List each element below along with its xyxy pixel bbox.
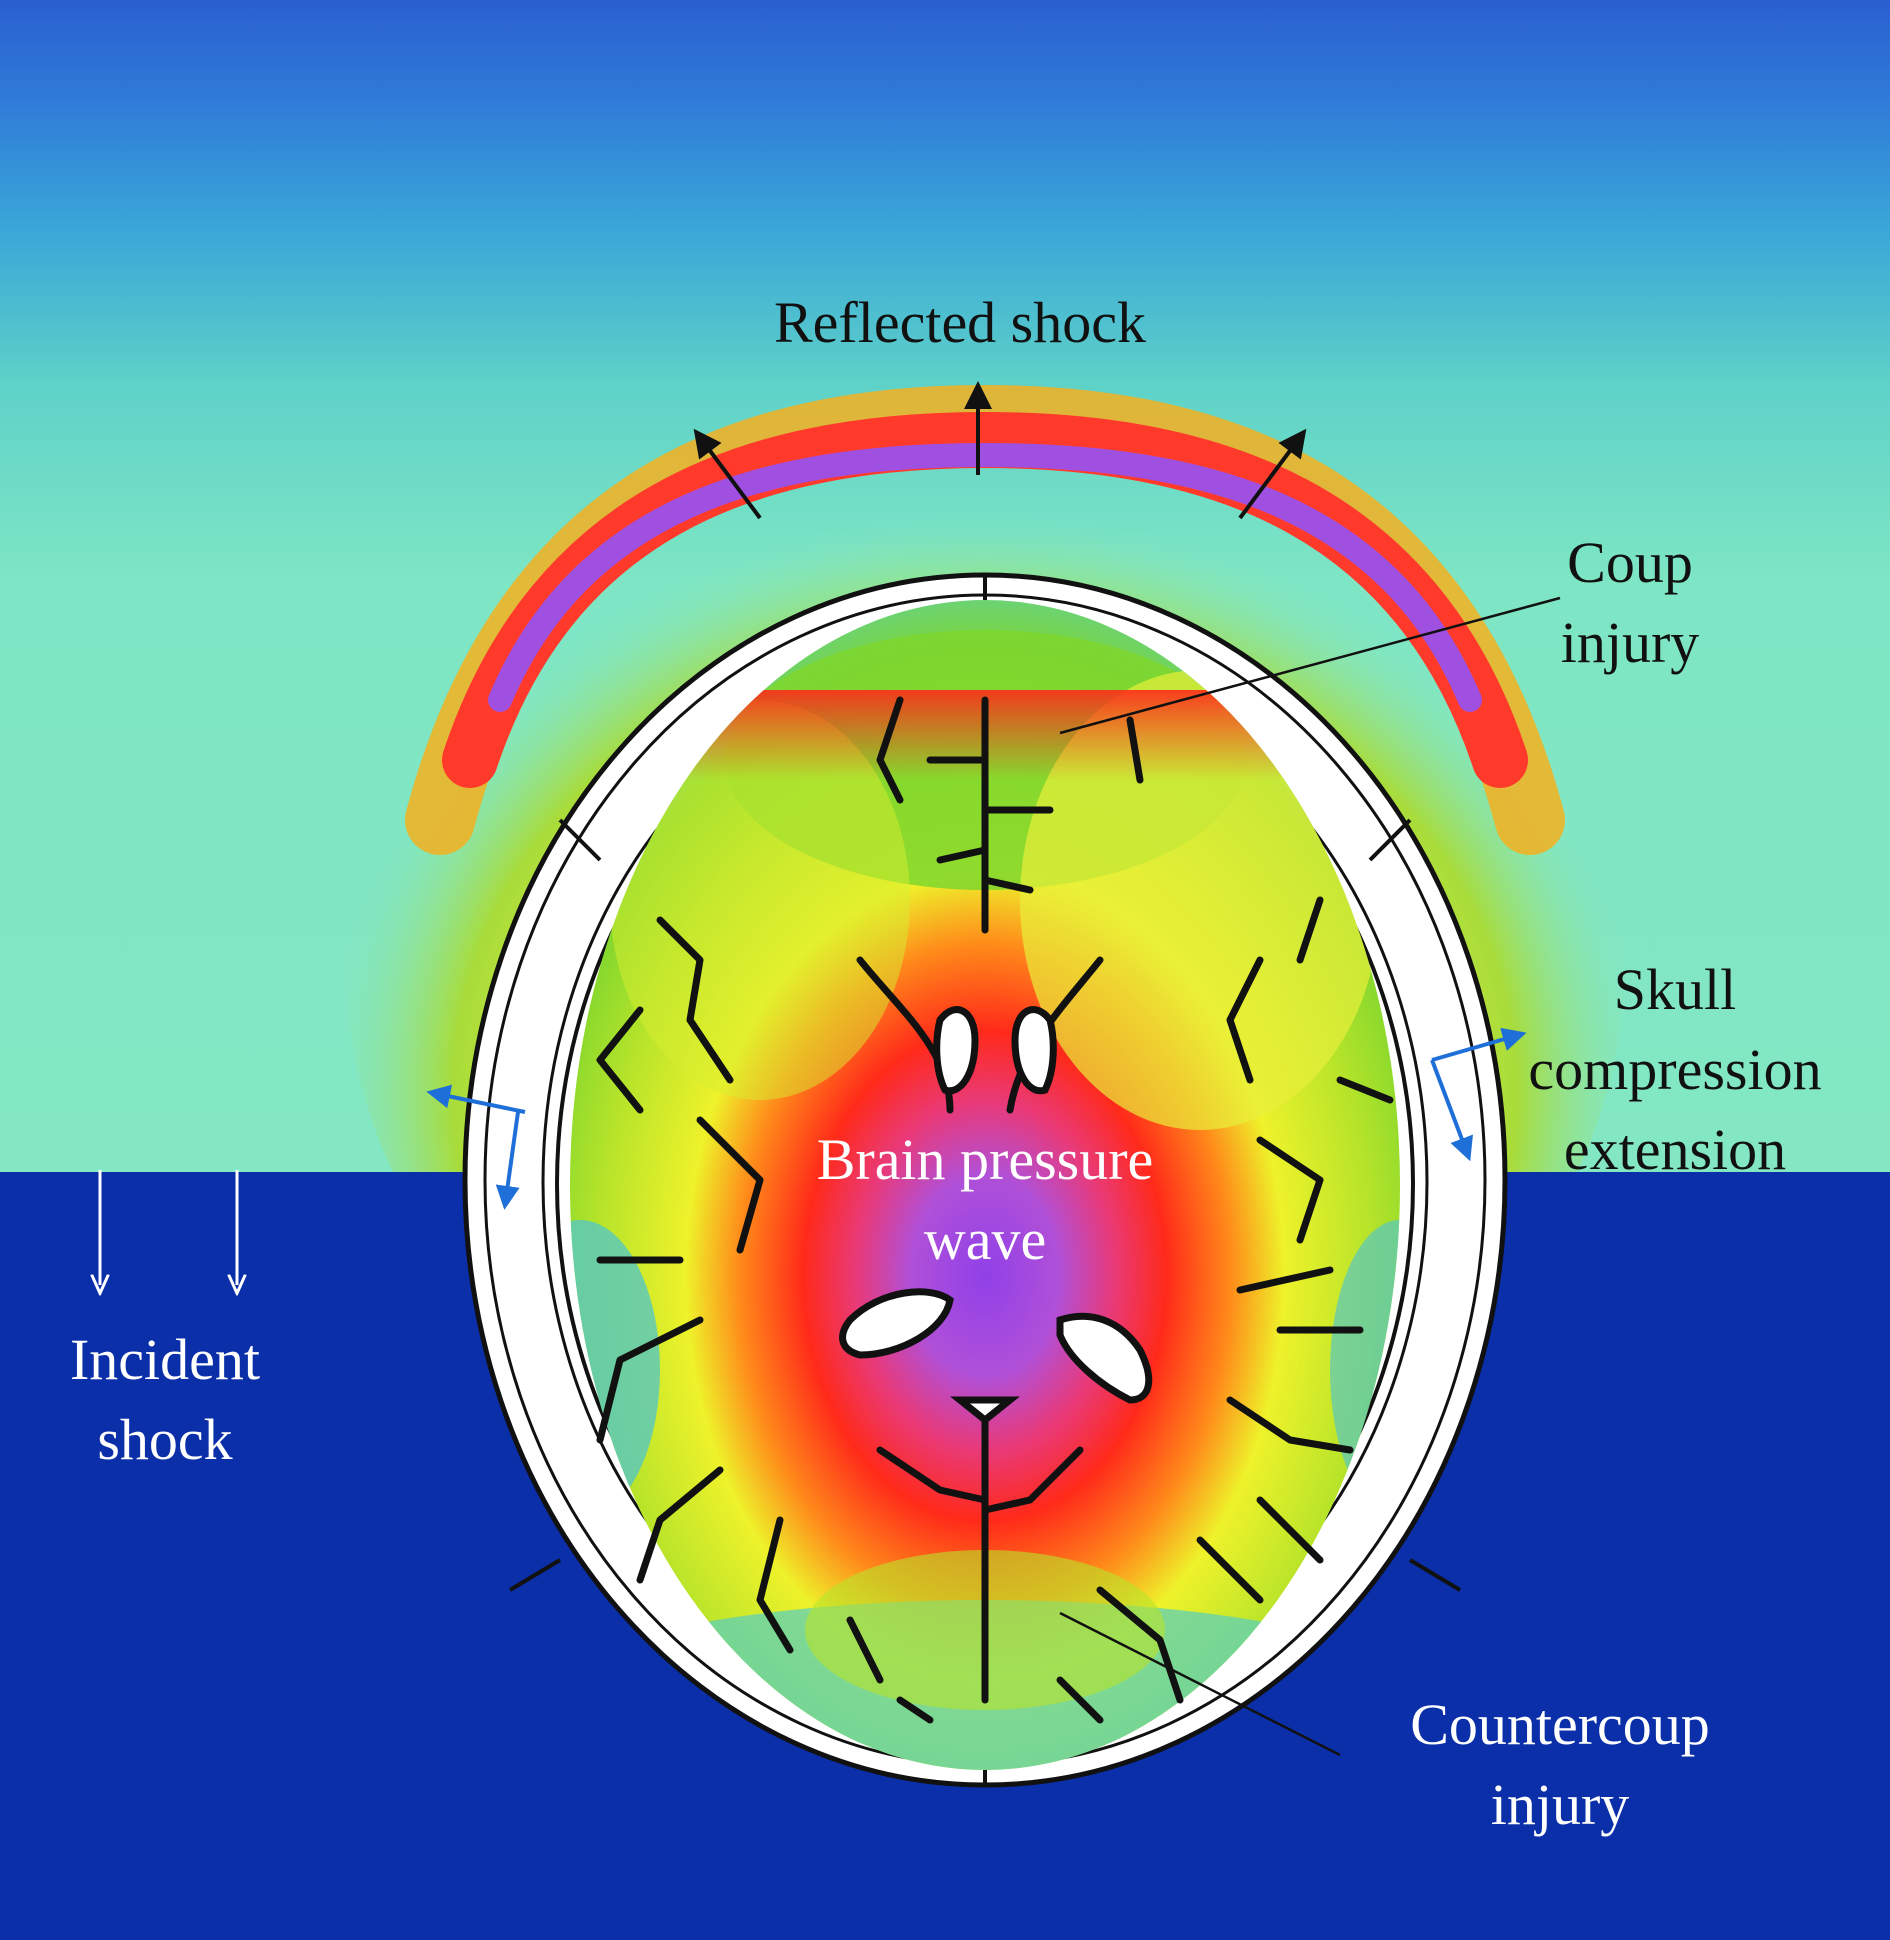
skull-compression-label: Skull compression extension (1490, 950, 1860, 1190)
brain-pressure-wave-label: Brain pressure wave (760, 1120, 1210, 1280)
leader-lines (1059, 596, 1561, 1757)
reflected-shock-purple-band (488, 442, 1482, 712)
countercoup-line-1: Countercoup (1410, 1692, 1710, 1757)
skull-line-1: Skull (1613, 957, 1737, 1022)
reflected-shock-label: Reflected shock (660, 283, 1260, 363)
skull-compression-arrows (426, 1027, 1527, 1210)
skull-line-2: compression (1528, 1037, 1822, 1102)
coup-line-2: injury (1560, 610, 1700, 675)
ventricles (839, 1006, 1153, 1425)
countercoup-line-2: injury (1490, 1772, 1630, 1837)
incident-shock-arrows (100, 1170, 237, 1285)
coup-injury-label: Coup injury (1500, 523, 1760, 683)
incident-shock-label: Incident shock (30, 1320, 300, 1480)
skull-line-3: extension (1563, 1117, 1787, 1182)
incident-line-2: shock (97, 1407, 233, 1472)
coup-line-1: Coup (1567, 530, 1693, 595)
reflected-shock-arrows (693, 381, 1307, 520)
incident-line-1: Incident (69, 1327, 261, 1392)
brain-line-2: wave (923, 1207, 1047, 1272)
reflected-shock-text: Reflected shock (773, 290, 1146, 355)
countercoup-injury-label: Countercoup injury (1360, 1685, 1760, 1845)
brain-sulci (596, 696, 1394, 1724)
brain-line-1: Brain pressure (816, 1127, 1154, 1192)
